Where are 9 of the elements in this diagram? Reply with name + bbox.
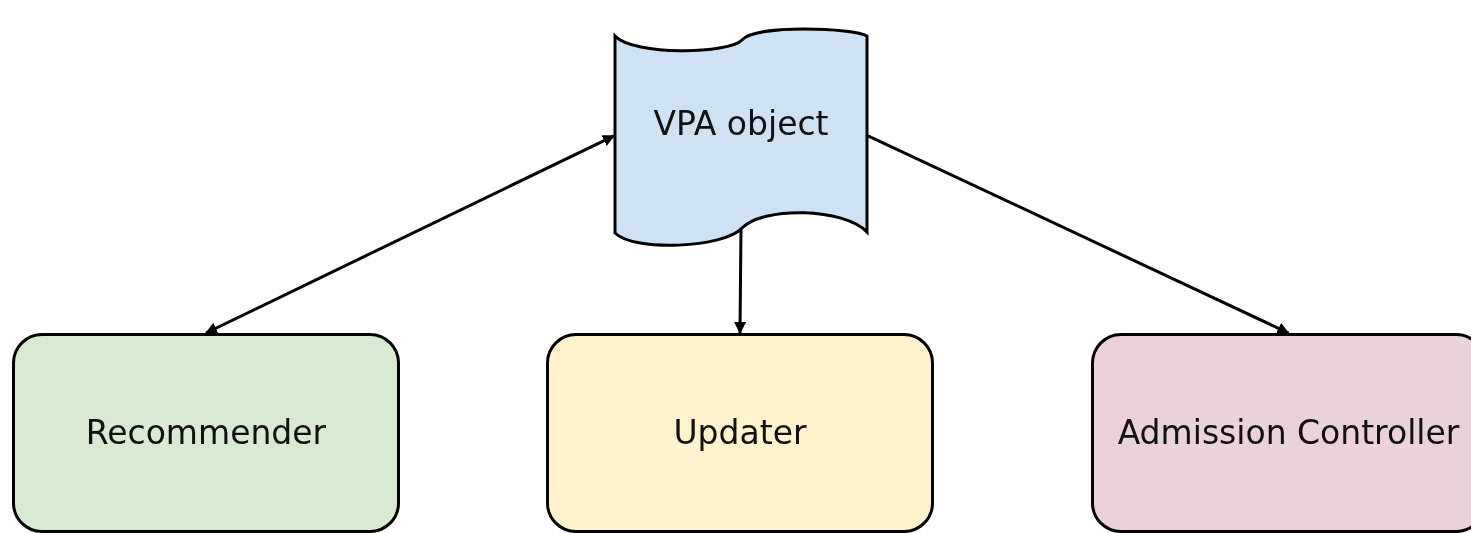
node-label: Updater [673,411,807,454]
process-box [1091,333,1471,533]
process-box [12,333,400,533]
node-label: Admission Controller [1117,411,1460,454]
arrow [205,134,615,335]
node-label: Recommender [85,411,327,454]
node-label: VPA object [653,102,829,145]
arrow [867,134,1290,335]
process-box [546,333,934,533]
